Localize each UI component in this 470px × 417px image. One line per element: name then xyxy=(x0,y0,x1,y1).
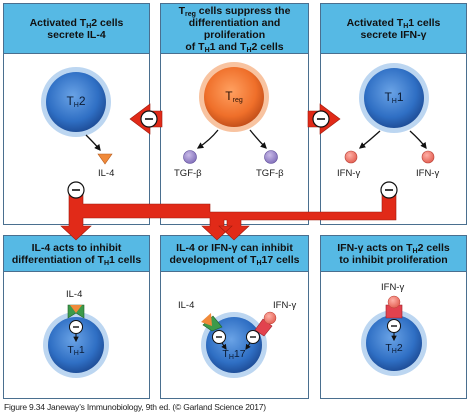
th2-cell-label-bottom: TH2 xyxy=(385,342,403,355)
ifng-molecule-right xyxy=(421,150,435,164)
inhibit-symbol-th2-output xyxy=(67,181,85,199)
tgfb-molecule-right xyxy=(264,150,278,164)
secretion-arrow-right xyxy=(249,129,267,149)
il4-label: IL-4 xyxy=(98,168,115,179)
signal-arrow-right xyxy=(245,342,251,350)
ifng-molecule-bound xyxy=(263,311,277,325)
inhibit-symbol xyxy=(387,319,401,333)
inhibit-symbol xyxy=(69,320,83,334)
il4-label-bottom: IL-4 xyxy=(66,289,83,300)
inhibit-symbol-treg-th2 xyxy=(140,110,158,128)
ifng-molecule-bound xyxy=(387,295,401,309)
treg-cell-label: Treg xyxy=(225,89,243,104)
th17-cell-label: TH17 xyxy=(222,348,246,361)
treg-cell xyxy=(199,62,269,132)
secretion-arrow-right xyxy=(409,130,427,150)
secretion-arrow-left xyxy=(196,129,219,149)
signal-arrow-left xyxy=(221,342,227,350)
th1-cell-label: TH1 xyxy=(384,90,404,105)
th2-cell-bottom xyxy=(361,310,427,376)
inhibit-symbol-left xyxy=(212,330,226,344)
figure-caption: Figure 9.34 Janeway’s Immunobiology, 9th… xyxy=(4,402,266,412)
il4-molecule-bound xyxy=(70,305,82,313)
th1-cell-bottom xyxy=(43,312,109,378)
ifng-label-th17: IFN-γ xyxy=(273,300,297,311)
inhibit-symbol-th1-output xyxy=(380,181,398,199)
ifng-molecule-left xyxy=(344,150,358,164)
connector-arrows-to-bottom-row xyxy=(60,192,397,241)
ifng-label-right: IFN-γ xyxy=(416,168,440,179)
tgfb-molecule-left xyxy=(183,150,197,164)
il4-label-th17: IL-4 xyxy=(178,300,195,311)
il4-molecule-bound xyxy=(201,313,212,326)
th2-cell xyxy=(41,67,111,137)
inhibit-symbol-right xyxy=(246,330,260,344)
tgfb-label-left: TGF-β xyxy=(174,168,202,179)
ifng-label-left: IFN-γ xyxy=(337,168,361,179)
th1-cell-label-bottom: TH1 xyxy=(67,344,85,357)
inhibit-symbol-treg-th1 xyxy=(312,110,330,128)
th1-cell xyxy=(359,63,429,133)
secretion-arrow-left xyxy=(358,130,381,149)
tgfb-label-right: TGF-β xyxy=(256,168,284,179)
secretion-arrow xyxy=(85,134,101,152)
th2-cell-label: TH2 xyxy=(66,94,86,109)
ifng-label-bottom: IFN-γ xyxy=(381,282,405,293)
il4-molecule xyxy=(97,153,113,165)
